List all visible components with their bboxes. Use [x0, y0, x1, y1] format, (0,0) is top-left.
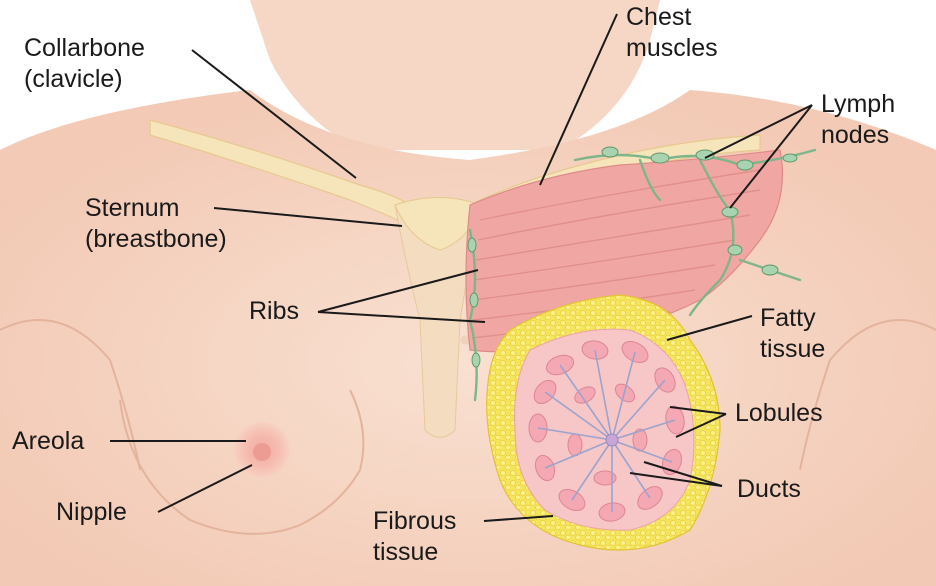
label-ducts-text: Ducts	[737, 474, 801, 505]
label-chest-muscles: Chest muscles	[626, 2, 718, 64]
label-sternum: Sternum (breastbone)	[85, 193, 227, 255]
label-fibrous-tissue: Fibrous tissue	[373, 506, 456, 568]
label-ducts: Ducts	[737, 474, 801, 505]
label-collarbone: Collarbone (clavicle)	[24, 33, 145, 95]
label-lymph-nodes: Lymph nodes	[821, 89, 895, 151]
label-sternum-line1: Sternum	[85, 193, 227, 224]
label-fatty-tissue-line1: Fatty	[760, 303, 825, 334]
label-collarbone-line2: (clavicle)	[24, 64, 145, 95]
label-lymph-nodes-line1: Lymph	[821, 89, 895, 120]
label-chest-muscles-line2: muscles	[626, 33, 718, 64]
label-lobules-text: Lobules	[735, 398, 823, 429]
label-chest-muscles-line1: Chest	[626, 2, 718, 33]
label-areola-text: Areola	[12, 426, 84, 457]
label-nipple: Nipple	[56, 497, 127, 528]
label-lymph-nodes-line2: nodes	[821, 120, 895, 151]
label-collarbone-line1: Collarbone	[24, 33, 145, 64]
label-fibrous-tissue-line1: Fibrous	[373, 506, 456, 537]
label-ribs: Ribs	[249, 296, 299, 327]
label-fatty-tissue-line2: tissue	[760, 334, 825, 365]
label-nipple-text: Nipple	[56, 497, 127, 528]
label-areola: Areola	[12, 426, 84, 457]
label-sternum-line2: (breastbone)	[85, 224, 227, 255]
label-lobules: Lobules	[735, 398, 823, 429]
label-fatty-tissue: Fatty tissue	[760, 303, 825, 365]
label-ribs-text: Ribs	[249, 296, 299, 327]
label-fibrous-tissue-line2: tissue	[373, 537, 456, 568]
nipple	[253, 443, 271, 461]
